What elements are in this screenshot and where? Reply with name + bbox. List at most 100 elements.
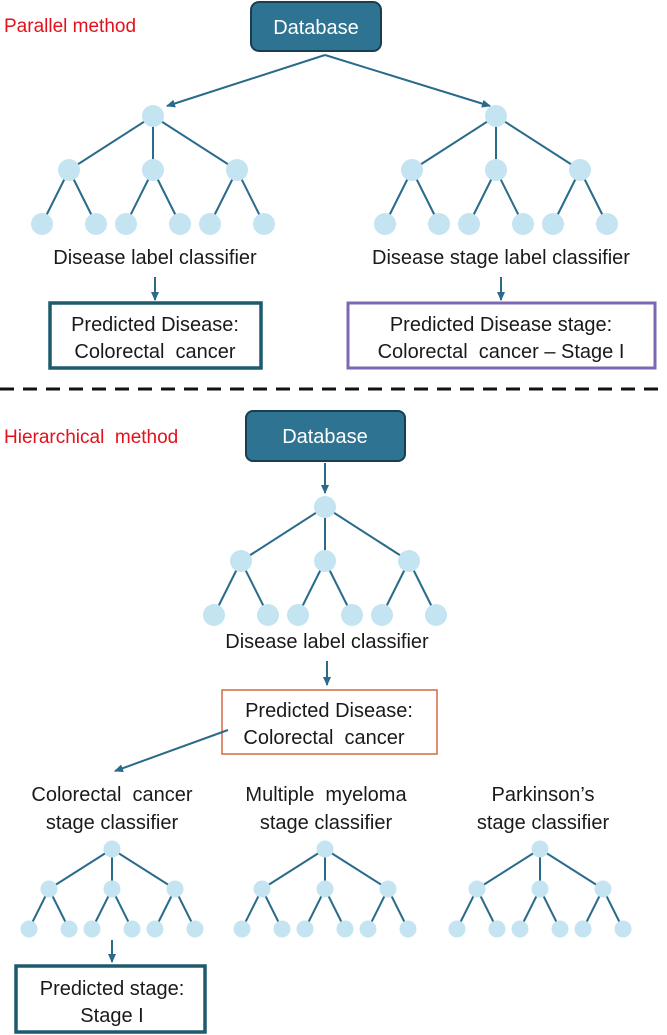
parallel-left-tree-root-node bbox=[142, 105, 164, 127]
stage-classifier-myeloma: Multiple myeloma stage classifier bbox=[245, 784, 407, 834]
colorectal-stage-tree-root-node bbox=[103, 840, 121, 858]
parkinsons-stage-tree-leaf-node bbox=[488, 920, 506, 938]
myeloma-stage-tree-edge bbox=[261, 848, 326, 890]
parallel-right-tree-edge bbox=[411, 115, 497, 171]
parallel-left-classifier-label: Disease label classifier bbox=[53, 247, 257, 269]
hierarchical-disease-tree-leaf-node bbox=[287, 604, 309, 626]
parallel-left-tree-leaf-node bbox=[199, 213, 221, 235]
hierarchical-disease-tree-leaf-node bbox=[341, 604, 363, 626]
hierarchical-result-line-1: Predicted Disease: bbox=[245, 700, 413, 722]
parkinsons-stage-tree-node bbox=[594, 880, 612, 898]
parallel-database-box: Database bbox=[250, 1, 382, 52]
hierarchical-to-colorectal-arrow bbox=[114, 729, 229, 773]
predicted-stage-line-2: Stage I bbox=[80, 1005, 143, 1027]
parallel-left-tree-leaf-node bbox=[253, 213, 275, 235]
hierarchical-result-rect bbox=[221, 689, 438, 755]
parallel-left-result-box: Predicted Disease: Colorectal cancer bbox=[48, 301, 263, 370]
stage-classifier-myeloma-line-1: Multiple myeloma bbox=[245, 784, 407, 806]
hierarchical-database-rect bbox=[245, 410, 406, 462]
parkinsons-stage-tree-root-node bbox=[531, 840, 549, 858]
parallel-section: Parallel method Database Disease label c… bbox=[4, 1, 657, 370]
hierarchical-disease-tree-leaf-node bbox=[425, 604, 447, 626]
myeloma-stage-tree-leaf-node bbox=[273, 920, 291, 938]
colorectal-stage-tree-edge bbox=[48, 848, 113, 890]
colorectal-stage-tree-node bbox=[166, 880, 184, 898]
stage-classifier-myeloma-line-2: stage classifier bbox=[260, 812, 393, 834]
parallel-right-tree-root-node bbox=[485, 105, 507, 127]
parallel-left-tree-leaf-node bbox=[85, 213, 107, 235]
parallel-right-tree-leaf-node bbox=[542, 213, 564, 235]
parkinsons-stage-tree-leaf-node bbox=[551, 920, 569, 938]
hierarchical-disease-tree bbox=[203, 496, 447, 626]
parkinsons-stage-tree bbox=[448, 840, 632, 938]
hierarchical-result-line-2: Colorectal cancer bbox=[243, 727, 405, 749]
stage-classifier-parkinsons: Parkinson’s stage classifier bbox=[477, 784, 610, 834]
colorectal-stage-tree-leaf-node bbox=[83, 920, 101, 938]
myeloma-stage-tree-leaf-node bbox=[296, 920, 314, 938]
parallel-right-result-rect bbox=[346, 301, 657, 370]
parallel-left-result-rect bbox=[48, 301, 263, 370]
parallel-right-classifier-label: Disease stage label classifier bbox=[372, 247, 630, 269]
parkinsons-stage-tree-leaf-node bbox=[511, 920, 529, 938]
stage-classifier-colorectal: Colorectal cancer stage classifier bbox=[31, 784, 193, 834]
parallel-right-tree-leaf-node bbox=[374, 213, 396, 235]
parallel-left-result-line-1: Predicted Disease: bbox=[71, 314, 239, 336]
parallel-database-rect bbox=[250, 1, 382, 52]
predicted-stage-box: Predicted stage: Stage I bbox=[14, 964, 207, 1034]
parallel-right-tree-node bbox=[485, 159, 507, 181]
parkinsons-stage-tree-node bbox=[531, 880, 549, 898]
parkinsons-stage-tree-leaf-node bbox=[574, 920, 592, 938]
predicted-stage-rect bbox=[14, 964, 207, 1034]
hierarchical-section: Hierarchical method Database Disease lab… bbox=[4, 410, 632, 1034]
hierarchical-disease-tree-root-node bbox=[314, 496, 336, 518]
parallel-right-result-line-2: Colorectal cancer – Stage I bbox=[378, 341, 625, 363]
parallel-left-tree-leaf-node bbox=[115, 213, 137, 235]
hierarchical-disease-tree-node bbox=[314, 550, 336, 572]
myeloma-stage-tree-leaf-node bbox=[399, 920, 417, 938]
myeloma-stage-tree-node bbox=[253, 880, 271, 898]
myeloma-stage-tree-node bbox=[316, 880, 334, 898]
parallel-left-tree-leaf-node bbox=[169, 213, 191, 235]
parallel-left-result-line-2: Colorectal cancer bbox=[74, 341, 236, 363]
hierarchical-database-box: Database bbox=[245, 410, 406, 462]
myeloma-stage-tree bbox=[233, 840, 417, 938]
colorectal-stage-tree-leaf-node bbox=[186, 920, 204, 938]
parallel-right-tree-leaf-node bbox=[596, 213, 618, 235]
hierarchical-title: Hierarchical method bbox=[4, 427, 178, 448]
parallel-left-tree bbox=[31, 105, 275, 235]
colorectal-stage-tree-leaf-node bbox=[20, 920, 38, 938]
parallel-left-tree-leaf-node bbox=[31, 213, 53, 235]
predicted-stage-line-1: Predicted stage: bbox=[40, 978, 185, 1000]
parallel-right-tree-leaf-node bbox=[458, 213, 480, 235]
parallel-right-tree-node bbox=[401, 159, 423, 181]
parkinsons-stage-tree-leaf-node bbox=[614, 920, 632, 938]
myeloma-stage-tree-edge bbox=[324, 848, 389, 890]
parallel-right-tree-leaf-node bbox=[428, 213, 450, 235]
parallel-right-result-line-1: Predicted Disease stage: bbox=[390, 314, 612, 336]
parallel-left-tree-node bbox=[58, 159, 80, 181]
parkinsons-stage-tree-node bbox=[468, 880, 486, 898]
parallel-left-tree-node bbox=[226, 159, 248, 181]
parallel-arrow-left bbox=[166, 54, 326, 108]
hierarchical-disease-tree-node bbox=[230, 550, 252, 572]
myeloma-stage-tree-node bbox=[379, 880, 397, 898]
stage-classifier-parkinsons-line-2: stage classifier bbox=[477, 812, 610, 834]
parallel-database-label: Database bbox=[273, 17, 359, 39]
colorectal-stage-tree-node bbox=[40, 880, 58, 898]
myeloma-stage-tree-root-node bbox=[316, 840, 334, 858]
parkinsons-stage-tree-edge bbox=[476, 848, 541, 890]
hierarchical-disease-tree-leaf-node bbox=[257, 604, 279, 626]
colorectal-stage-tree-edge bbox=[111, 848, 176, 890]
parallel-title: Parallel method bbox=[4, 16, 136, 37]
parallel-right-tree-leaf-node bbox=[512, 213, 534, 235]
colorectal-stage-tree-node bbox=[103, 880, 121, 898]
hierarchical-disease-tree-edge bbox=[240, 506, 326, 562]
stage-classifier-colorectal-line-1: Colorectal cancer bbox=[31, 784, 193, 806]
hierarchical-database-label: Database bbox=[282, 426, 368, 448]
colorectal-stage-tree-leaf-node bbox=[146, 920, 164, 938]
myeloma-stage-tree-leaf-node bbox=[359, 920, 377, 938]
hierarchical-disease-tree-leaf-node bbox=[203, 604, 225, 626]
parallel-left-tree-node bbox=[142, 159, 164, 181]
colorectal-stage-tree-leaf-node bbox=[60, 920, 78, 938]
